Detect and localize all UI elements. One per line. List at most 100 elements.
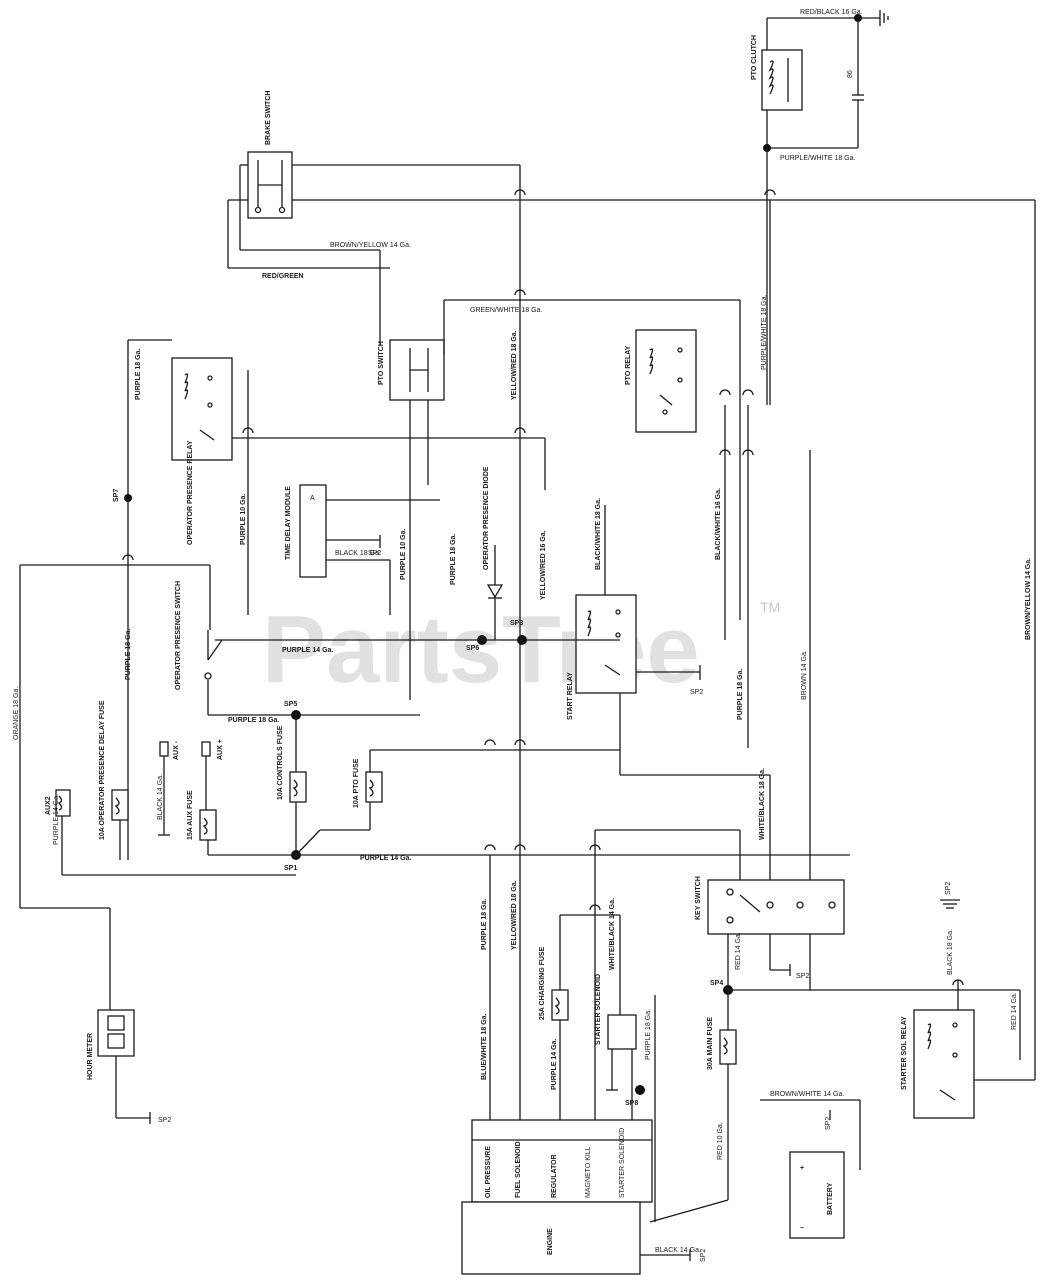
main-fuse-label: 30A MAIN FUSE: [707, 1017, 714, 1070]
wire-label-yellow-red: YELLOW/RED 18 Ga.: [511, 330, 518, 400]
wire-label-purple-18: PURPLE 18 Ga.: [135, 349, 142, 400]
hour-meter-label: HOUR METER: [87, 1033, 94, 1080]
pin-f: A: [310, 495, 315, 502]
starter-sol-relay-label: STARTER SOL RELAY: [901, 1016, 908, 1090]
op-delay-fuse-label: 10A OPERATOR PRESENCE DELAY FUSE: [99, 700, 106, 840]
pto-clutch: PTO CLUTCH RED/BLACK 16 Ga. 86 PURPLE/WH…: [751, 9, 889, 405]
wire-label-purple-18e: PURPLE 18 Ga.: [125, 629, 132, 680]
wire-label-blue-white: BLUE/WHITE 18 Ga.: [481, 1013, 488, 1080]
engine-label: ENGINE: [547, 1228, 554, 1255]
sp2-f: SP2: [825, 1117, 832, 1130]
splice-sp5: SP5: [284, 701, 297, 708]
wire-label-purple-14d: PURPLE 14 Ga.: [551, 1039, 558, 1090]
wire-label-white-black: WHITE/BLACK 18 Ga.: [759, 768, 766, 840]
wire-label-red-10: RED 10 Ga.: [717, 1122, 724, 1160]
wire-label-purple-white-2: PURPLE/WHITE 18 Ga.: [761, 294, 768, 370]
charging-fuse-label: 25A CHARGING FUSE: [539, 946, 546, 1020]
watermark-tm: TM: [760, 599, 780, 615]
operator-presence-diode: OPERATOR PRESENCE DIODE: [483, 466, 504, 640]
starter-sol-relay: STARTER SOL RELAY: [901, 1009, 975, 1119]
key-switch-label: KEY SWITCH: [695, 876, 702, 920]
engine-pin-regulator: REGULATOR: [551, 1154, 558, 1198]
sp2-e: SP2: [945, 882, 952, 895]
pto-fuse-label: 10A PTO FUSE: [353, 758, 360, 808]
operator-presence-relay: OPERATOR PRESENCE RELAY: [171, 357, 233, 545]
wire-label-red-14b: RED 14 Ga.: [1011, 992, 1018, 1030]
wire-label-brown-yellow-long: BROWN/YELLOW 14 Ga.: [1025, 558, 1032, 640]
engine-pin-starter: STARTER SOLENOID: [619, 1128, 626, 1198]
time-delay-label: TIME DELAY MODULE: [285, 486, 292, 560]
sp2-b: SP2: [690, 689, 703, 696]
wire-label-diode: 86: [847, 70, 854, 78]
wire-label-purple-18b: PURPLE 18 Ga.: [450, 534, 457, 585]
aux-plus-label: AUX +: [217, 739, 224, 760]
aux-minus: AUX -: [158, 740, 180, 836]
start-relay-label: START RELAY: [567, 672, 574, 720]
splice-sp6: SP6: [466, 645, 479, 652]
aux2-connector: AUX2: [45, 789, 71, 817]
wire-label-purple-14c: PURPLE 14 Ga.: [53, 794, 60, 845]
splice-sp4: SP4: [710, 980, 723, 987]
charging-fuse: 25A CHARGING FUSE: [539, 946, 569, 1021]
wire-label-black-18b: BLACK 18 Ga.: [947, 929, 954, 975]
pto-fuse: 10A PTO FUSE: [353, 758, 383, 808]
sp2-g: SP2: [700, 1249, 707, 1262]
wire-label-black-white-16: BLACK/WHITE 16 Ga.: [715, 488, 722, 560]
wire-label-orange: ORANGE 18 Ga.: [13, 687, 20, 740]
engine-pin-oil: OIL PRESSURE: [485, 1146, 492, 1198]
wire-hops: [122, 189, 964, 986]
pto-relay-label: PTO RELAY: [625, 345, 632, 385]
wire-label-red-14: RED 14 Ga.: [735, 932, 742, 970]
splice-sp3: SP3: [510, 620, 523, 627]
wire-label-white-black-14: WHITE/BLACK 14 Ga.: [609, 898, 616, 970]
pto-clutch-label: PTO CLUTCH: [751, 35, 758, 80]
engine: ENGINE OIL PRESSURE FUEL SOLENOID REGULA…: [461, 1119, 653, 1275]
controls-fuse: 10A CONTROLS FUSE: [277, 725, 307, 803]
starter-solenoid-label: STARTER SOLENOID: [595, 974, 602, 1045]
engine-pin-magneto: MAGNETO KILL: [585, 1146, 592, 1198]
wire-label-brown-white: BROWN/WHITE 14 Ga.: [770, 1091, 844, 1098]
key-switch: KEY SWITCH: [695, 876, 845, 935]
splice-sp7: SP7: [113, 489, 120, 502]
time-delay-module: TIME DELAY MODULE A SP2 BLACK 18 Ga.: [285, 484, 440, 615]
aux-fuse-label: 15A AUX FUSE: [187, 790, 194, 840]
battery-plus: +: [800, 1165, 804, 1172]
wire-label-red-black: RED/BLACK 16 Ga.: [800, 9, 863, 16]
sp2-c: SP2: [158, 1117, 171, 1124]
aux-minus-label: AUX -: [173, 740, 180, 760]
wire-label-brown-yellow: BROWN/YELLOW 14 Ga.: [330, 242, 411, 249]
wire-label-purple-10b: PURPLE 10 Ga.: [400, 529, 407, 580]
op-diode-label: OPERATOR PRESENCE DIODE: [483, 466, 490, 570]
op-relay-label: OPERATOR PRESENCE RELAY: [187, 440, 194, 545]
wire-label-red-green: RED/GREEN: [262, 273, 304, 280]
pto-switch: PTO SWITCH GREEN/WHITE 18 Ga.: [378, 299, 741, 700]
wire-label-black-18: BLACK 18 Ga.: [335, 550, 381, 557]
battery-minus: −: [800, 1225, 804, 1232]
wire-label-purple-14b: PURPLE 14 Ga.: [360, 855, 411, 862]
wire-label-purple-14: PURPLE 14 Ga.: [282, 647, 333, 654]
wire-label-purple-18d: PURPLE 18 Ga.: [228, 717, 279, 724]
wire-label-purple-white: PURPLE/WHITE 18 Ga.: [780, 155, 856, 162]
wire-label-purple-18c: PURPLE 18 Ga.: [737, 669, 744, 720]
aux-fuse: 15A AUX FUSE: [187, 790, 217, 841]
splice-sp1: SP1: [284, 865, 297, 872]
op-delay-fuse: 10A OPERATOR PRESENCE DELAY FUSE: [99, 700, 129, 840]
wire-label-purple-18g: PURPLE 18 Ga.: [645, 1009, 652, 1060]
sp2-a: SP2: [368, 550, 381, 557]
hour-meter: HOUR METER SP2: [87, 1009, 171, 1124]
wire-label-yellow-red-b: YELLOW/RED 18 Ga.: [511, 880, 518, 950]
pto-relay: PTO RELAY: [625, 329, 697, 433]
brake-switch-label: BRAKE SWITCH: [265, 91, 272, 145]
op-switch-label: OPERATOR PRESENCE SWITCH: [175, 581, 182, 690]
wire-label-black-white: BLACK/WHITE 18 Ga.: [595, 498, 602, 570]
controls-fuse-label: 10A CONTROLS FUSE: [277, 725, 284, 800]
engine-pin-fuel: FUEL SOLENOID: [515, 1141, 522, 1198]
wire-label-yellow-red-16: YELLOW/RED 16 Ga.: [540, 530, 547, 600]
wire-label-purple-10: PURPLE 10 Ga.: [240, 494, 247, 545]
wire-label-black-14b: BLACK 14 Ga.: [655, 1247, 701, 1254]
battery: + − BATTERY: [789, 1151, 845, 1239]
aux-plus: AUX +: [201, 739, 224, 810]
aux2-label: AUX2: [45, 796, 52, 815]
battery-label: BATTERY: [827, 1182, 834, 1215]
